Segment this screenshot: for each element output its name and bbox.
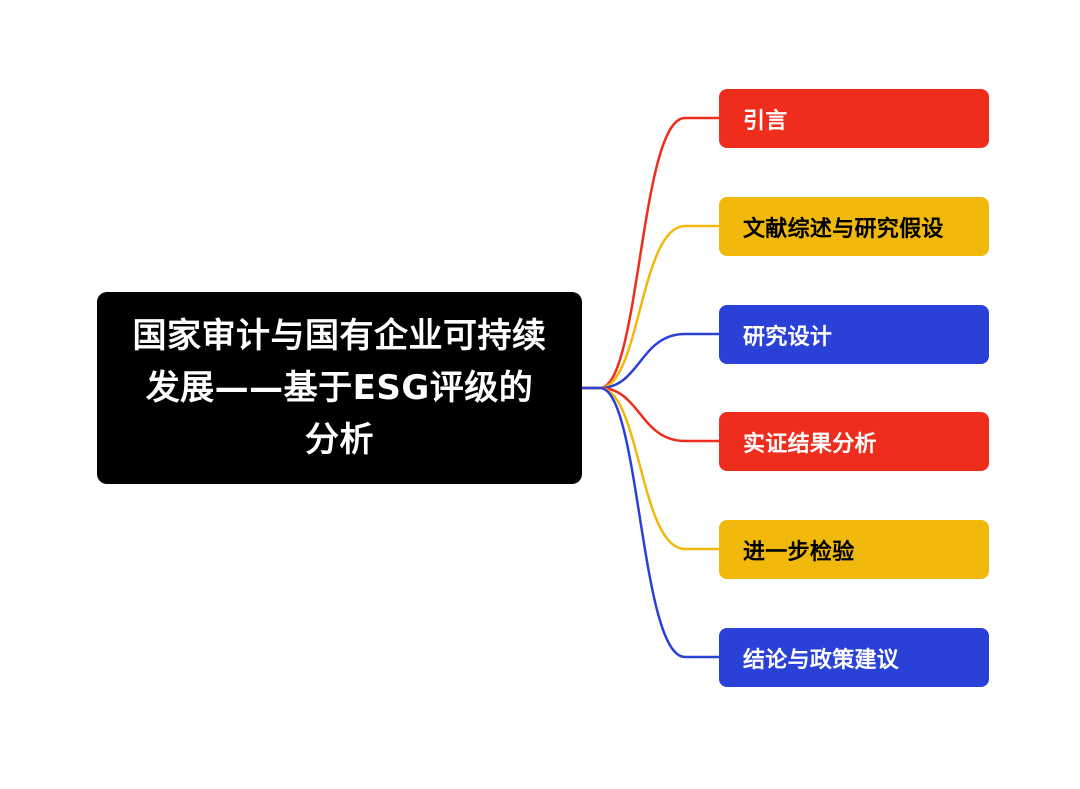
branch-node-further-tests[interactable]: 进一步检验 [719,520,989,579]
branch-label: 进一步检验 [743,539,855,565]
connector-line-design [582,332,719,390]
branch-node-intro[interactable]: 引言 [719,89,989,148]
connector-line-results [582,386,719,443]
connector-line-further [582,386,719,551]
root-node[interactable]: 国家审计与国有企业可持续发展——基于ESG评级的分析 [97,292,582,484]
connector-line-literature [582,224,719,390]
root-title: 国家审计与国有企业可持续发展——基于ESG评级的分析 [132,316,547,460]
branch-node-literature-review[interactable]: 文献综述与研究假设 [719,197,989,256]
branch-label: 研究设计 [743,324,833,350]
branch-label: 结论与政策建议 [743,647,900,673]
connector-line-conclusion [582,386,719,659]
connector-line-intro [582,116,719,390]
branch-node-empirical-results[interactable]: 实证结果分析 [719,412,989,471]
branch-label: 引言 [743,108,788,134]
branch-node-conclusion[interactable]: 结论与政策建议 [719,628,989,687]
branch-node-research-design[interactable]: 研究设计 [719,305,989,364]
branch-label: 文献综述与研究假设 [743,216,944,242]
branch-label: 实证结果分析 [743,431,877,457]
